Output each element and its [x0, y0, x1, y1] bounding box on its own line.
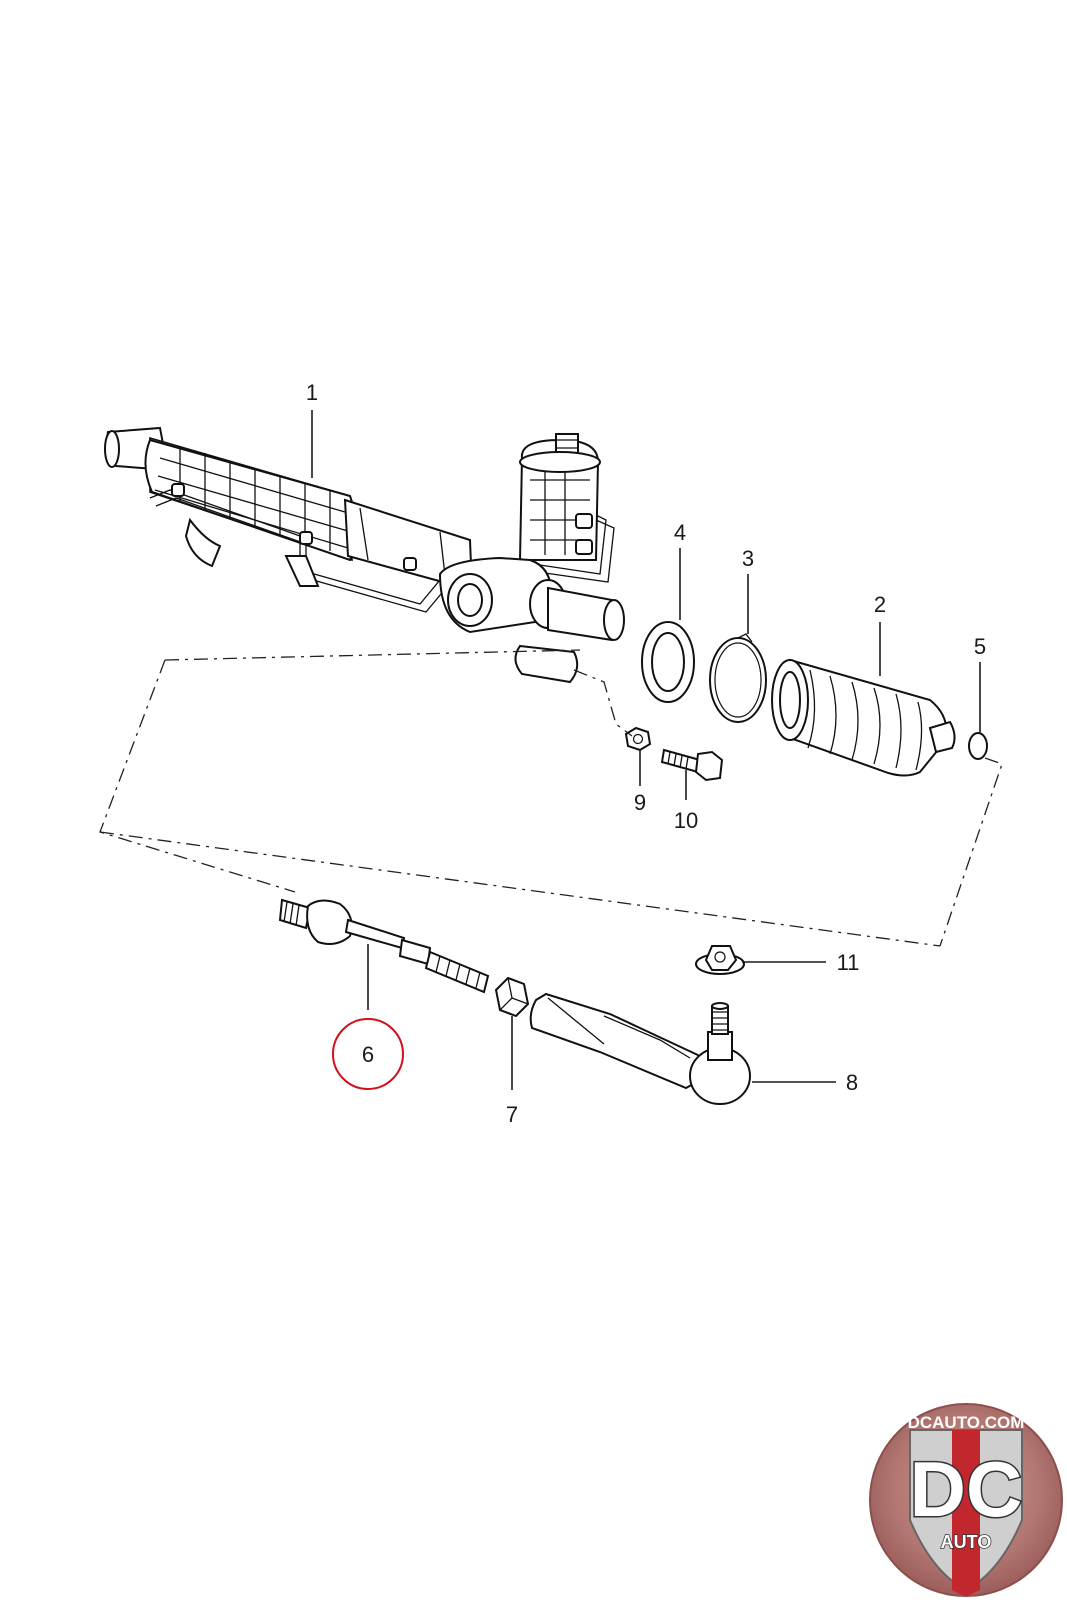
callout-numbers: 1 2 3 4 5 6 7 8 9 10 11	[306, 380, 986, 1127]
alignment-dash-bolt	[573, 669, 633, 737]
logo-bottom-text: AUTO	[941, 1532, 992, 1552]
alignment-dash-long	[99, 649, 941, 947]
callout-4: 4	[674, 520, 686, 545]
callout-7: 7	[506, 1102, 518, 1127]
callout-5: 5	[974, 634, 986, 659]
callout-6: 6	[362, 1042, 374, 1067]
highlight-circle-part-6	[332, 1018, 404, 1090]
nut-part-9	[624, 726, 652, 752]
flange-nut-part-11	[695, 945, 745, 975]
callout-1: 1	[306, 380, 318, 405]
callout-9: 9	[634, 790, 646, 815]
inner-tie-rod-part-6	[278, 898, 490, 994]
bellows-boot-part-2	[771, 658, 956, 777]
steering-rack-part-1	[104, 426, 625, 684]
callout-8: 8	[846, 1070, 858, 1095]
lock-nut-part-7	[494, 976, 530, 1018]
ring-part-4	[641, 621, 695, 703]
small-clamp-part-5	[968, 732, 988, 760]
alignment-dash-right	[939, 757, 1003, 947]
leader-lines	[311, 410, 981, 1090]
callout-10: 10	[674, 808, 698, 833]
callout-3: 3	[742, 546, 754, 571]
bolt-part-10	[660, 748, 724, 782]
callout-11: 11	[837, 950, 860, 975]
clamp-part-3	[709, 633, 767, 723]
alignment-dash-left	[99, 659, 296, 893]
dcauto-logo: DCAUTO.COM DC AUTO	[869, 1403, 1063, 1597]
callout-2: 2	[874, 592, 886, 617]
outer-tie-rod-end-part-8	[529, 992, 751, 1105]
logo-mark: DC	[910, 1445, 1023, 1533]
logo-top-text: DCAUTO.COM	[908, 1413, 1025, 1432]
